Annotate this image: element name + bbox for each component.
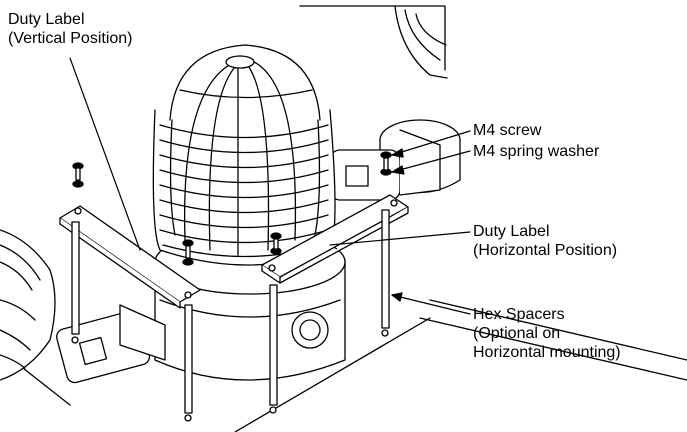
- callout-hex-spacers: Hex Spacers (Optional on Horizontal moun…: [473, 305, 621, 362]
- leader-lines: [69, 57, 471, 315]
- hex-spacer: [381, 209, 390, 329]
- duty-label-vertical: [59, 205, 201, 309]
- cable-gland: [329, 129, 441, 201]
- leader-arrowheads: [391, 148, 405, 302]
- callout-line: M4 screw: [473, 122, 542, 139]
- callout-line: Horizontal mounting): [473, 344, 621, 361]
- duty-label-horizontal: [261, 194, 409, 284]
- beacon-lens: [152, 109, 336, 266]
- m4-screws-and-washers: [72, 151, 392, 266]
- wire-guard-cage: [169, 44, 321, 256]
- hex-spacers: [71, 209, 390, 422]
- callout-line: (Horizontal Position): [473, 242, 618, 259]
- callout-m4-screw: M4 screw: [473, 121, 541, 140]
- callout-line: (Optional on: [473, 325, 561, 342]
- adjacent-beacon-left: [0, 229, 151, 384]
- callout-line: Duty Label: [473, 223, 550, 240]
- callout-line: Duty Label: [8, 11, 85, 28]
- hex-spacer: [184, 304, 193, 414]
- hex-spacer: [269, 284, 278, 406]
- hex-spacer: [71, 221, 80, 335]
- callout-line: (Vertical Position): [8, 30, 133, 47]
- callout-duty-label-horizontal: Duty Label (Horizontal Position): [473, 222, 617, 260]
- callout-duty-label-vertical: Duty Label (Vertical Position): [8, 10, 133, 48]
- callout-line: M4 spring washer: [473, 143, 600, 160]
- callout-line: Hex Spacers: [473, 306, 565, 323]
- callout-m4-spring-washer: M4 spring washer: [473, 142, 599, 161]
